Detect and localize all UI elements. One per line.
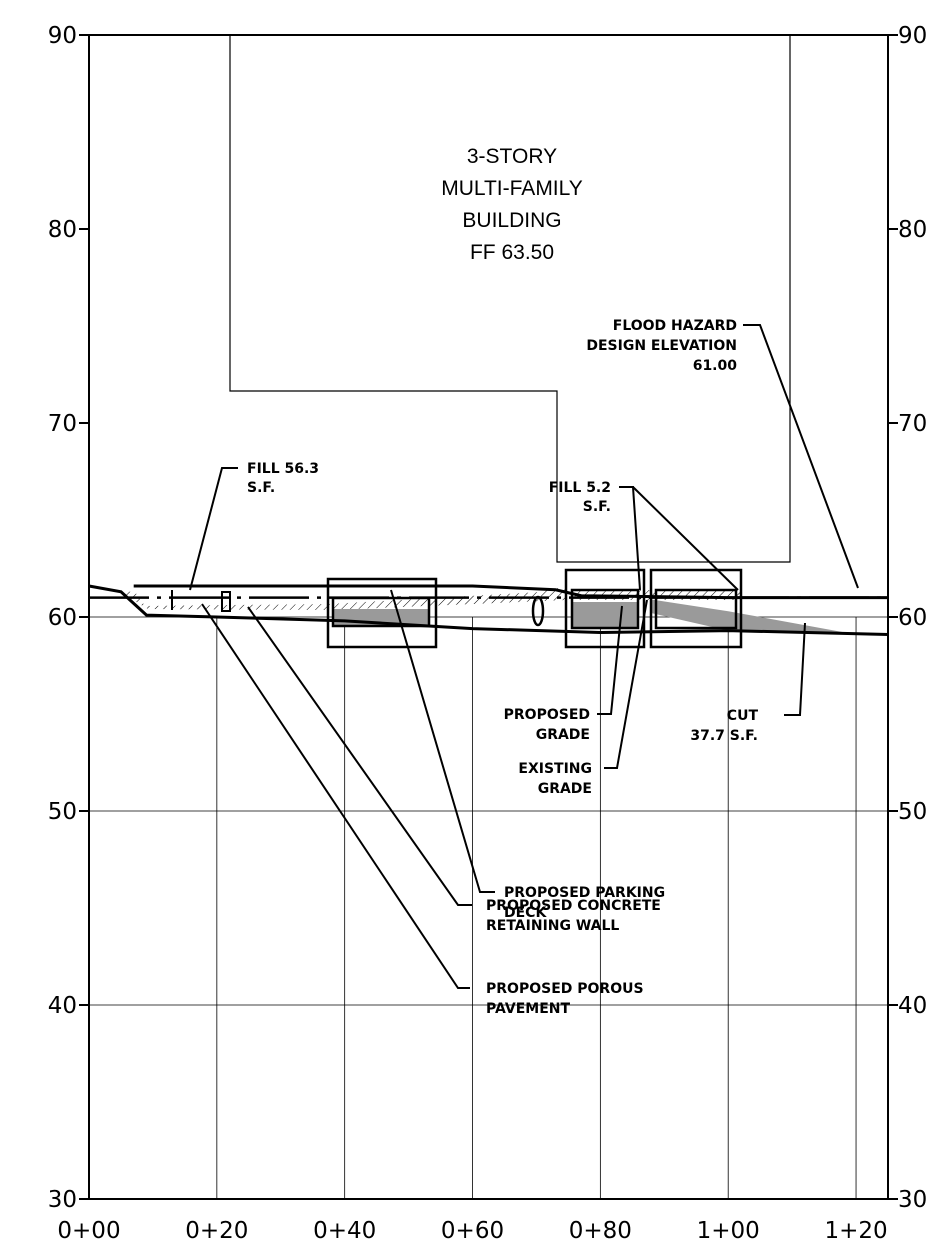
building-label-line-4: FF 63.50 bbox=[470, 241, 554, 264]
note-fill-56: FILL 56.3 S.F. bbox=[247, 461, 319, 496]
note-parking-deck-line-1: PROPOSED PARKING bbox=[504, 885, 665, 901]
building-label-line-2: MULTI-FAMILY bbox=[441, 177, 583, 200]
note-fill-5-line-1: FILL 5.2 bbox=[549, 480, 611, 496]
x-tick-label-0+60: 0+60 bbox=[441, 1218, 504, 1244]
deck-slab-2 bbox=[572, 602, 638, 628]
note-fill-5: FILL 5.2 S.F. bbox=[549, 480, 611, 515]
x-tick-label-0+80: 0+80 bbox=[569, 1218, 632, 1244]
pipe-symbol bbox=[531, 595, 545, 627]
x-tick-label-0+20: 0+20 bbox=[185, 1218, 248, 1244]
note-existing-grade-line-1: EXISTING bbox=[518, 761, 592, 777]
deck-inner-2 bbox=[570, 588, 640, 630]
note-porous-pavement: PROPOSED POROUS PAVEMENT bbox=[486, 981, 644, 1017]
x-axis-ticks: 0+00 0+20 0+40 0+60 0+80 1+00 1+20 bbox=[57, 1218, 887, 1244]
note-fill-5-line-2: S.F. bbox=[583, 499, 611, 515]
plot-frame bbox=[88, 34, 889, 1200]
note-parking-deck: PROPOSED PARKING DECK bbox=[504, 885, 665, 921]
note-existing-grade-line-2: GRADE bbox=[538, 781, 592, 797]
note-fill-56-line-2: S.F. bbox=[247, 480, 275, 496]
x-tick-label-0+40: 0+40 bbox=[313, 1218, 376, 1244]
note-retaining-wall-line-1: PROPOSED CONCRETE bbox=[486, 898, 661, 914]
note-fill-56-line-1: FILL 56.3 bbox=[247, 461, 319, 477]
note-flood-line-3: 61.00 bbox=[693, 358, 738, 374]
deck-box-2 bbox=[564, 568, 646, 649]
x-tick-label-0+00: 0+00 bbox=[57, 1218, 120, 1244]
y-tick-label-left-50: 50 bbox=[48, 799, 77, 825]
y-tick-label-left-80: 80 bbox=[48, 217, 77, 243]
note-parking-deck-line-2: DECK bbox=[504, 905, 547, 921]
parking-deck-box bbox=[326, 577, 438, 649]
existing-grade-line bbox=[88, 584, 889, 636]
x-tick-label-1+00: 1+00 bbox=[697, 1218, 760, 1244]
y-tick-label-right-40: 40 bbox=[898, 993, 927, 1019]
note-retaining-wall: PROPOSED CONCRETE RETAINING WALL bbox=[486, 898, 661, 934]
note-proposed-grade: PROPOSED GRADE bbox=[504, 707, 590, 743]
proposed-grade-line bbox=[133, 584, 888, 600]
y-tick-label-right-90: 90 bbox=[898, 23, 927, 49]
y-tick-label-left-40: 40 bbox=[48, 993, 77, 1019]
leader-lines bbox=[189, 324, 859, 989]
note-porous-pavement-line-1: PROPOSED POROUS bbox=[486, 981, 644, 997]
deck-inner-3 bbox=[654, 588, 738, 630]
y-tick-label-left-90: 90 bbox=[48, 23, 77, 49]
building-label: 3-STORY MULTI-FAMILY BUILDING FF 63.50 bbox=[441, 145, 583, 264]
y-axis-ticks: 90 90 80 80 70 70 60 60 50 50 40 40 30 30 bbox=[48, 23, 928, 1213]
building-label-line-3: BUILDING bbox=[462, 209, 561, 232]
y-tick-label-right-70: 70 bbox=[898, 411, 927, 437]
note-flood-line-2: DESIGN ELEVATION bbox=[586, 338, 737, 354]
building-outline bbox=[229, 35, 791, 563]
x-tick-label-1+20: 1+20 bbox=[824, 1218, 887, 1244]
note-cut-line-2: 37.7 S.F. bbox=[690, 728, 758, 744]
note-flood-line-1: FLOOD HAZARD bbox=[613, 318, 737, 334]
deck-box-3 bbox=[649, 568, 743, 649]
note-porous-pavement-line-2: PAVEMENT bbox=[486, 1001, 570, 1017]
fill-area-hatch bbox=[118, 588, 566, 610]
y-tick-label-left-70: 70 bbox=[48, 411, 77, 437]
y-tick-label-right-80: 80 bbox=[898, 217, 927, 243]
note-retaining-wall-line-2: RETAINING WALL bbox=[486, 918, 619, 934]
note-existing-grade: EXISTING GRADE bbox=[518, 761, 592, 797]
y-tick-label-right-30: 30 bbox=[898, 1187, 927, 1213]
note-proposed-grade-line-1: PROPOSED bbox=[504, 707, 590, 723]
note-flood-hazard: FLOOD HAZARD DESIGN ELEVATION 61.00 bbox=[586, 318, 737, 374]
y-tick-label-left-60: 60 bbox=[48, 605, 77, 631]
parking-deck-inner bbox=[331, 596, 431, 628]
y-tick-label-right-50: 50 bbox=[898, 799, 927, 825]
building-label-line-1: 3-STORY bbox=[467, 145, 557, 168]
retaining-wall bbox=[221, 591, 231, 612]
note-cut-line-1: CUT bbox=[727, 708, 759, 724]
y-tick-label-left-30: 30 bbox=[48, 1187, 77, 1213]
y-tick-label-right-60: 60 bbox=[898, 605, 927, 631]
note-cut: CUT 37.7 S.F. bbox=[690, 708, 758, 744]
note-proposed-grade-line-2: GRADE bbox=[536, 727, 590, 743]
